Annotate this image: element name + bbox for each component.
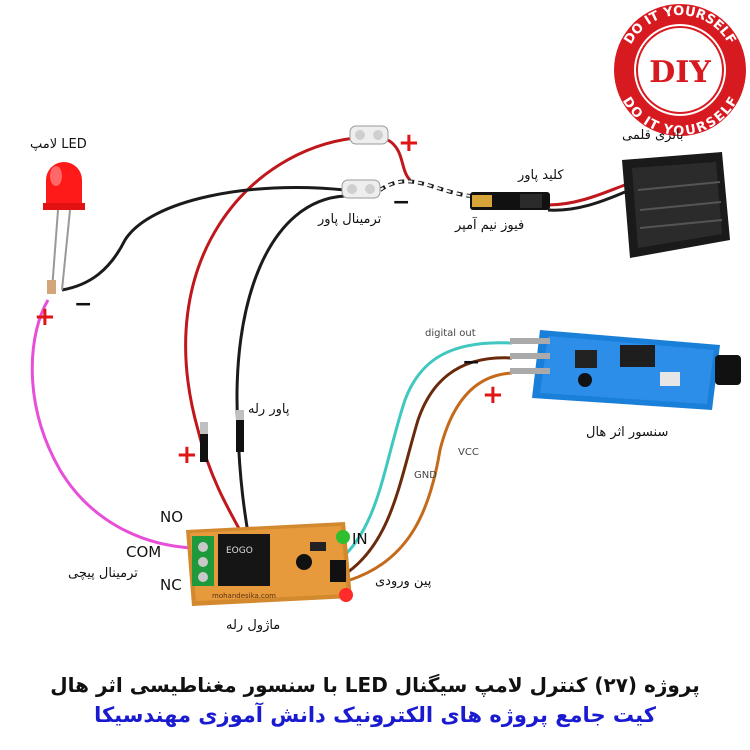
battery-holder [622,152,730,258]
label-battery: باتری قلمی [622,128,684,143]
label-led-lamp: لامپ LED [30,137,87,152]
relay-power-connectors [200,410,244,462]
plus-sign-sensor: + [482,380,504,410]
label-relay-power: پاور رله [248,402,290,417]
power-terminal-bottom [341,179,381,199]
label-no: NO [160,508,184,526]
plus-sign-terminal: + [398,128,420,158]
label-screw-terminal: ترمینال پیچی [68,566,138,581]
title-line-2: کیت جامع پروژه های الکترونیک دانش آموزی … [94,703,656,727]
label-hall-sensor: سنسور اثر هال [586,425,669,440]
label-power-terminal: ترمینال پاور [318,212,382,227]
brown-wire [347,356,513,574]
twisted-wire-white [379,180,471,197]
label-com: COM [126,543,162,561]
diy-badge: DIY DO IT YOURSELF DO IT YOURSELF [614,4,746,139]
label-power-key: کلید پاور [518,168,564,183]
black-wire-to-led [61,185,346,292]
label-fuse: فیوز نیم آمپر [455,218,525,233]
orange-wire [349,371,513,582]
plus-sign-relay: + [176,440,198,470]
minus-sign-terminal: − [392,190,411,215]
battery-wire-red [547,183,626,207]
led-lamp [43,162,85,294]
board-url: mohandesika.com [212,592,276,600]
label-input-pin: پین ورودی [375,574,432,589]
battery-wire-black [547,190,626,212]
plus-sign-led: + [34,302,56,332]
red-wire-terminal-to-switch [387,138,412,182]
label-gnd: GND [414,470,437,481]
label-digital-out: digital out [425,328,476,339]
relay-brand: EOGO [226,546,253,556]
minus-sign-sensor: − [462,350,481,375]
title-line-1: پروژه (۲۷) کنترل لامپ سیگنال LED با سنسو… [50,673,700,697]
teal-wire [343,341,513,557]
badge-center-text: DIY [649,55,711,90]
power-terminal-top [349,125,389,145]
label-in: IN [352,530,368,548]
black-wire-to-relay [235,194,346,561]
label-nc: NC [160,576,182,594]
relay-module: EOGO mohandesika.com [186,522,353,606]
minus-sign-led: − [74,292,93,317]
pink-wire [30,299,193,550]
fuse-switch [470,192,550,210]
hall-sensor-module [510,330,741,410]
label-vcc: VCC [458,447,479,458]
label-relay-module: ماژول رله [226,618,281,633]
red-wire-to-relay [184,136,356,581]
